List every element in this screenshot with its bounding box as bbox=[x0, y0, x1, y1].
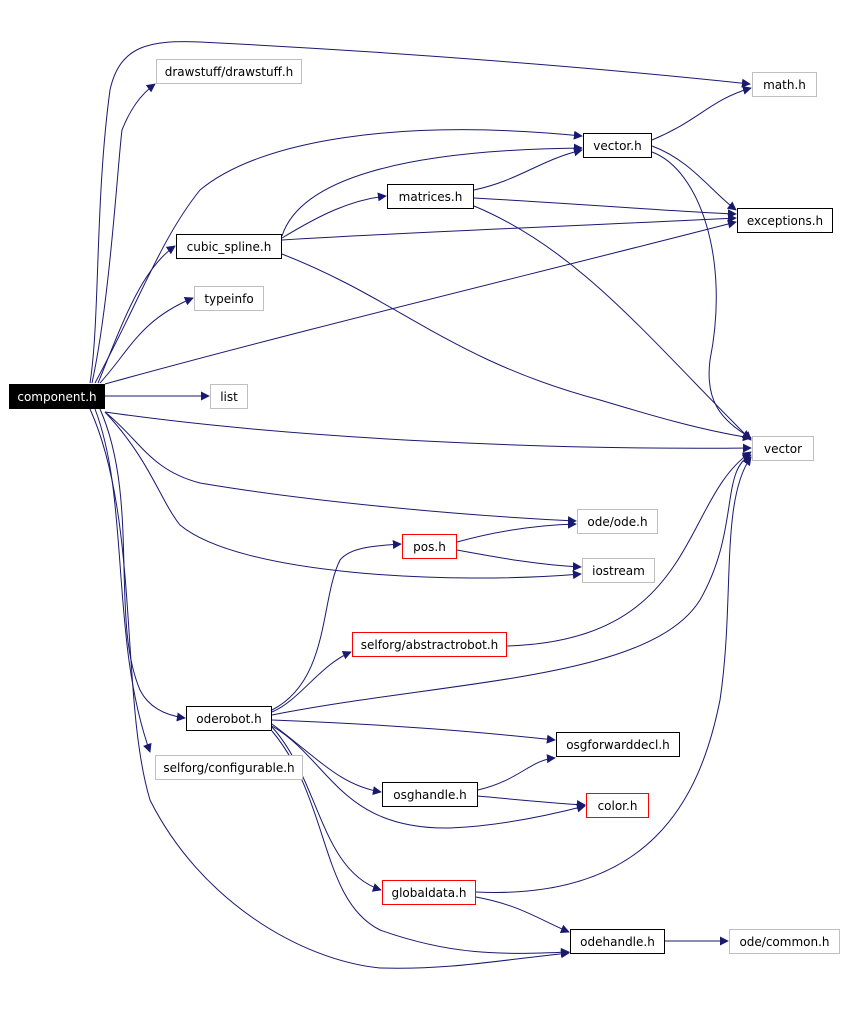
node-label: color.h bbox=[597, 798, 638, 813]
node-cubic-spline-h[interactable]: cubic_spline.h bbox=[176, 234, 282, 259]
edge-matrices-to-vector-h bbox=[473, 147, 583, 191]
node-drawstuff-h: drawstuff/drawstuff.h bbox=[156, 59, 302, 84]
node-label: cubic_spline.h bbox=[186, 239, 272, 254]
node-label: vector.h bbox=[593, 138, 642, 153]
node-label: iostream bbox=[592, 563, 645, 578]
node-typeinfo: typeinfo bbox=[194, 286, 264, 311]
edge-component-to-oderobot bbox=[99, 408, 186, 722]
edge-component-to-exceptions bbox=[104, 219, 737, 385]
edge-component-to-configurable bbox=[94, 408, 152, 753]
edge-oderobot-to-osghandle bbox=[271, 723, 382, 796]
edge-oderobot-to-abstractrobot bbox=[271, 650, 352, 713]
node-ode-common-h: ode/common.h bbox=[729, 929, 840, 954]
node-label: globaldata.h bbox=[391, 885, 467, 900]
node-label: typeinfo bbox=[204, 291, 254, 306]
node-label: selforg/abstractrobot.h bbox=[360, 637, 499, 652]
node-label: ode/common.h bbox=[739, 934, 830, 949]
node-iostream: iostream bbox=[582, 558, 655, 583]
edge-component-to-ode bbox=[104, 411, 577, 526]
edge-matrices-to-vector bbox=[473, 205, 752, 441]
node-label: matrices.h bbox=[398, 189, 463, 204]
node-odehandle-h[interactable]: odehandle.h bbox=[570, 929, 665, 954]
edge-component-to-cubic-spline bbox=[97, 245, 176, 384]
edge-component-to-drawstuff bbox=[91, 83, 156, 384]
node-color-h[interactable]: color.h bbox=[586, 793, 649, 818]
node-label: list bbox=[220, 389, 238, 404]
node-component-h[interactable]: component.h bbox=[9, 384, 105, 409]
node-ode-ode-h: ode/ode.h bbox=[577, 509, 658, 534]
edge-component-to-vector-h bbox=[94, 129, 583, 384]
node-label: component.h bbox=[17, 389, 97, 404]
edge-oderobot-to-vector bbox=[271, 454, 752, 716]
edge-pos-to-iostream bbox=[456, 549, 582, 572]
node-vector: vector bbox=[752, 436, 814, 461]
node-vector-h[interactable]: vector.h bbox=[583, 133, 652, 158]
edge-cubic-spline-to-vector-h bbox=[281, 143, 583, 237]
edge-oderobot-to-color bbox=[271, 725, 586, 829]
node-math-h: math.h bbox=[752, 72, 817, 97]
node-label: ode/ode.h bbox=[587, 514, 648, 529]
edge-osghandle-to-color bbox=[477, 795, 586, 810]
node-exceptions-h[interactable]: exceptions.h bbox=[737, 208, 833, 233]
node-label: exceptions.h bbox=[746, 213, 824, 228]
edge-pos-to-ode bbox=[456, 519, 577, 543]
edge-abstractrobot-to-vector bbox=[506, 451, 752, 647]
edge-vector-h-to-vector bbox=[651, 151, 752, 439]
node-matrices-h[interactable]: matrices.h bbox=[387, 184, 474, 209]
node-label: odehandle.h bbox=[580, 934, 655, 949]
node-oderobot-h[interactable]: oderobot.h bbox=[186, 706, 272, 731]
edge-component-to-odehandle bbox=[89, 408, 570, 969]
node-label: osghandle.h bbox=[393, 787, 467, 802]
edge-globaldata-to-odehandle bbox=[475, 896, 570, 934]
node-label: vector bbox=[763, 441, 803, 456]
edge-cubic-spline-to-vector bbox=[281, 253, 752, 442]
edge-component-to-vector bbox=[104, 411, 752, 453]
node-label: oderobot.h bbox=[196, 711, 262, 726]
edge-oderobot-to-pos bbox=[271, 540, 402, 711]
node-list: list bbox=[210, 384, 248, 409]
node-label: osgforwarddecl.h bbox=[566, 737, 670, 752]
node-label: selforg/configurable.h bbox=[163, 760, 295, 775]
edge-oderobot-to-odehandle bbox=[271, 730, 570, 957]
node-selforg-configurable-h: selforg/configurable.h bbox=[155, 755, 303, 780]
edge-oderobot-to-osgforwarddecl bbox=[271, 719, 556, 744]
node-osghandle-h[interactable]: osghandle.h bbox=[382, 782, 478, 807]
edge-component-to-iostream bbox=[104, 411, 582, 580]
node-globaldata-h[interactable]: globaldata.h bbox=[382, 880, 476, 905]
edge-component-to-typeinfo bbox=[99, 296, 194, 384]
node-label: drawstuff/drawstuff.h bbox=[164, 64, 294, 79]
node-osgforwarddecl-h[interactable]: osgforwarddecl.h bbox=[556, 732, 680, 757]
edge-matrices-to-exceptions bbox=[473, 197, 737, 219]
edge-vector-h-to-exceptions bbox=[651, 145, 737, 211]
node-label: pos.h bbox=[413, 539, 446, 554]
edge-cubic-spline-to-matrices bbox=[281, 192, 387, 239]
node-selforg-abstractrobot-h[interactable]: selforg/abstractrobot.h bbox=[352, 632, 507, 657]
edge-oderobot-to-globaldata bbox=[271, 726, 382, 892]
node-label: math.h bbox=[763, 77, 806, 92]
edge-osghandle-to-osgforwarddecl bbox=[477, 754, 556, 791]
node-pos-h[interactable]: pos.h bbox=[402, 534, 457, 559]
edge-vector-h-to-math bbox=[651, 85, 752, 141]
edge-component-to-math bbox=[89, 41, 751, 384]
edge-globaldata-to-vector bbox=[475, 456, 752, 893]
edge-cubic-spline-to-exceptions bbox=[281, 213, 737, 241]
